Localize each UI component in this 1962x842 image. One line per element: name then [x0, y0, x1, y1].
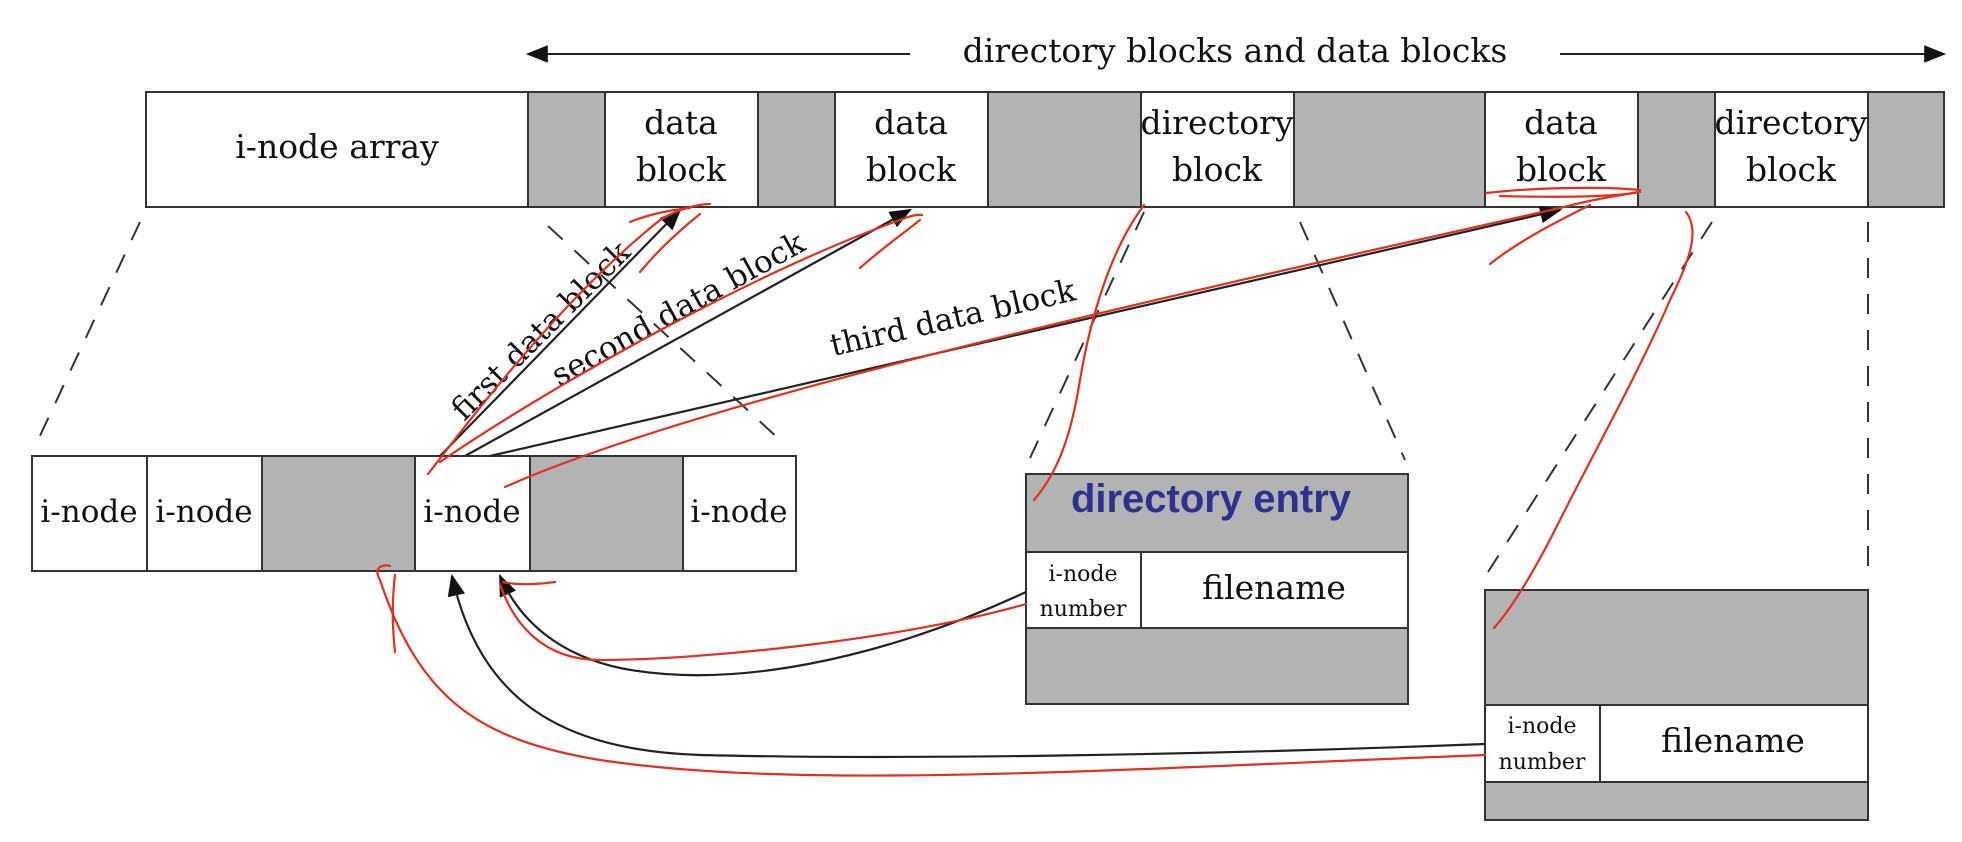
inode-label: i-node: [40, 494, 137, 530]
data-block-label-2b: block: [866, 150, 957, 189]
first-block-arrow: [439, 208, 682, 457]
data-block-label-3a: data: [1524, 103, 1598, 142]
disk-bar-labels: i-node array data block data block direc…: [235, 103, 1868, 189]
inode-array-label: i-node array: [235, 127, 439, 166]
data-block-cell: [604, 91, 759, 208]
entry-filename: filename: [1202, 568, 1346, 607]
inode-label: i-node: [423, 494, 520, 530]
entry-inode-label-a: i-node: [1049, 562, 1118, 587]
red-annotation-stroke: [376, 564, 1487, 777]
gray-block: [529, 455, 684, 572]
inode-array-cell: [145, 91, 529, 208]
entry2-header: [1484, 589, 1869, 706]
second-block-arrow: [464, 208, 912, 457]
gray-block: [1867, 91, 1945, 208]
gray-block: [757, 91, 836, 208]
red-annotations: [376, 186, 1694, 777]
red-annotation-stroke: [628, 206, 702, 274]
block-pointer-labels: first data block second data block third…: [444, 225, 1079, 428]
red-annotation-stroke: [426, 202, 712, 476]
directory-entry-title: directory entry: [1071, 477, 1352, 521]
red-annotation-stroke: [498, 582, 1028, 662]
directory-block-label-2a: directory: [1714, 103, 1867, 142]
directory-block-label-1b: block: [1172, 150, 1263, 189]
inode-cell: [31, 455, 148, 572]
entry2-inode-label-b: number: [1499, 750, 1586, 775]
span-label: directory blocks and data blocks: [963, 31, 1508, 70]
directory-block-cell: [1714, 91, 1869, 208]
gray-block: [1293, 91, 1486, 208]
entry-footer: [1025, 627, 1409, 705]
block-pointer-arrows: [439, 205, 1563, 458]
entry2-inode-label-a: i-node: [1508, 714, 1577, 739]
red-annotation-stroke: [391, 573, 397, 654]
zoom-line: [547, 225, 781, 441]
directory-block-cell: [1140, 91, 1295, 208]
red-annotation-stroke: [1492, 210, 1694, 630]
inode-row-labels: i-node i-node i-node i-node: [40, 494, 787, 530]
inode-row: [31, 455, 797, 572]
zoom-line: [1029, 211, 1145, 459]
third-block-arrow: [489, 205, 1563, 458]
directory-block-label-2b: block: [1746, 150, 1837, 189]
red-annotation-stroke: [1484, 186, 1642, 198]
data-block-label-1b: block: [636, 150, 727, 189]
entry-to-inode-arrow: [498, 573, 1027, 677]
entry-header: [1025, 473, 1409, 553]
data-block-label-1a: data: [644, 103, 718, 142]
inode-back-pointers: [447, 573, 1486, 759]
inode-label: i-node: [155, 494, 252, 530]
data-block-label-2a: data: [874, 103, 948, 142]
inode-number-cell: [1025, 551, 1142, 629]
directory-block-label-1a: directory: [1140, 103, 1293, 142]
red-annotation-stroke: [503, 190, 1642, 489]
gray-block: [261, 455, 416, 572]
entry2-to-inode-arrow: [447, 573, 1486, 759]
gray-block: [527, 91, 606, 208]
data-block-label-3b: block: [1516, 150, 1607, 189]
filename-cell: [1140, 551, 1409, 629]
red-annotation-stroke: [858, 218, 922, 270]
gray-block: [987, 91, 1142, 208]
red-annotation-stroke: [1032, 203, 1146, 502]
inode-label: i-node: [690, 494, 787, 530]
inode-cell: [682, 455, 797, 572]
entry2-filename: filename: [1661, 721, 1805, 760]
red-annotation-stroke: [438, 213, 924, 464]
entry-inode-label-b: number: [1040, 597, 1127, 622]
span-arrow: directory blocks and data blocks: [525, 31, 1947, 70]
directory-entry-box-2: [1484, 589, 1869, 821]
zoom-line: [37, 221, 141, 441]
zoom-line: [1487, 221, 1713, 573]
red-annotation-stroke: [1488, 203, 1592, 266]
gray-block: [1637, 91, 1716, 208]
filename-cell-2: [1599, 704, 1869, 783]
disk-bar: [145, 91, 1945, 208]
inode-cell-highlight: [414, 455, 531, 572]
entry2-footer: [1484, 781, 1869, 821]
red-annotation-stroke: [501, 580, 557, 586]
directory-entry-box: [1025, 473, 1409, 705]
